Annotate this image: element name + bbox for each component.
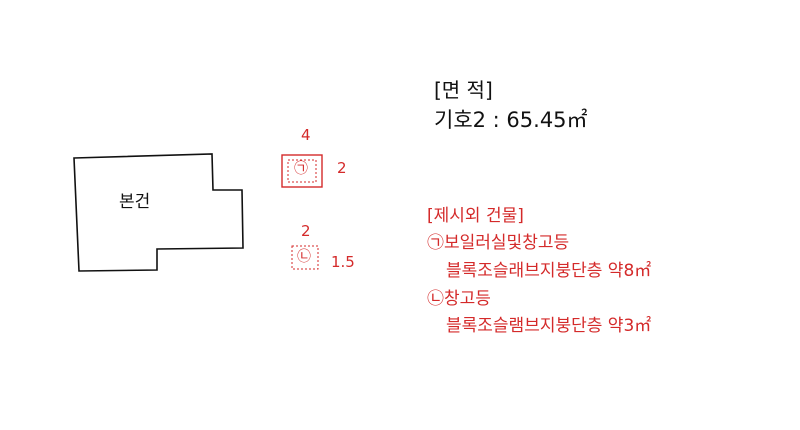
area-header: [면 적]	[434, 78, 493, 102]
annex-a-outline	[281, 154, 323, 188]
annex-a-inner-dashed	[287, 159, 317, 183]
main-building-label: 본건	[119, 192, 151, 212]
area-value: 기호2 : 65.45㎡	[434, 108, 588, 132]
annex-b-dim-right: 1.5	[331, 253, 355, 271]
annex-b-dim-top: 2	[301, 222, 311, 240]
annex-b-outline	[291, 245, 319, 270]
annex-a-dim-right: 2	[337, 159, 347, 177]
annex-b-marker: ㉡	[297, 249, 311, 265]
exterior-item-2-name: ㉡창고등	[427, 289, 491, 309]
exterior-item-1-name: ㉠보일러실및창고등	[427, 233, 570, 253]
main-building-outline	[73, 153, 244, 272]
exterior-buildings-title: [제시외 건물]	[427, 206, 524, 226]
annex-a-dim-top: 4	[301, 126, 311, 144]
annex-a-marker: ㉠	[294, 161, 308, 177]
exterior-item-2-detail: 블록조슬램브지붕단층 약3㎡	[446, 316, 652, 336]
exterior-item-1-detail: 블록조슬래브지붕단층 약8㎡	[446, 261, 652, 281]
